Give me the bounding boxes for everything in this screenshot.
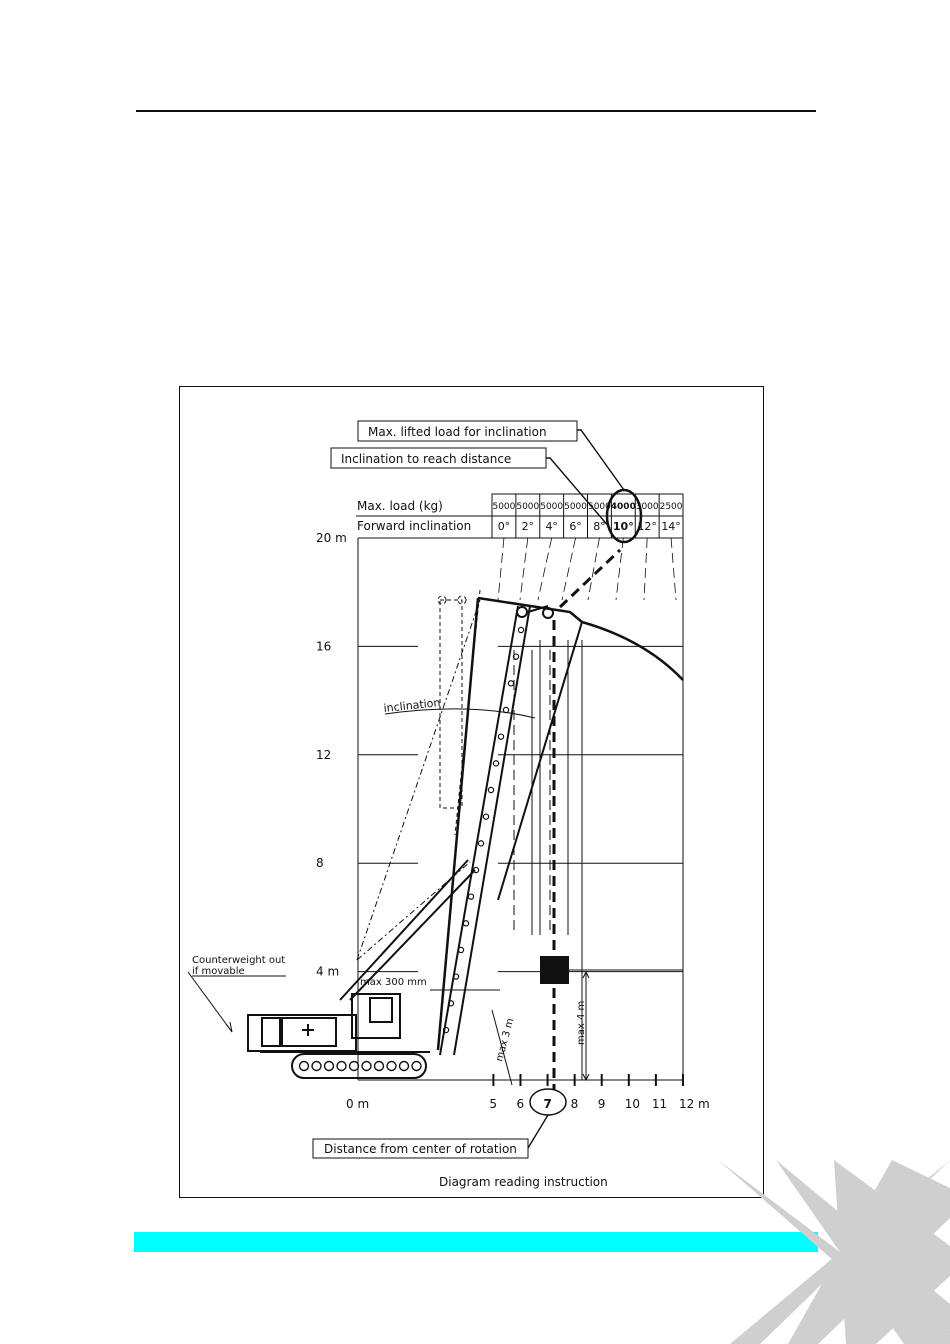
x-label: 5 [489,1097,497,1111]
table-load-cell: 5000 [516,502,539,512]
reach-envelope [436,596,684,1051]
table-load-cell: 2500 [660,502,683,512]
svg-text:Max. lifted load for inclinati: Max. lifted load for inclination [368,425,547,439]
table-inclination-cell: 14° [661,520,681,533]
load-guide [540,548,683,1090]
max-4m-dimension [582,970,590,1082]
machine-body [187,859,476,1079]
table-load-cell: 5000 [588,502,611,512]
svg-text:Counterweight out: Counterweight out [192,955,285,966]
table-load-cell: 3000 [636,502,659,512]
table-inclination-cell: 8° [593,520,606,533]
y-axis-labels: 20 m 16 12 8 4 m [316,531,347,979]
y-label: 8 [316,856,324,870]
diagram-caption: Diagram reading instruction [439,1175,608,1189]
y-label: 4 m [316,965,339,979]
x-axis-zero-label: 0 m [346,1097,369,1111]
x-label: 9 [598,1097,606,1111]
x-label: 10 [625,1097,640,1111]
y-label: 20 m [316,531,347,545]
svg-text:Inclination to reach distance: Inclination to reach distance [341,452,511,466]
x-label: 7 [544,1097,552,1111]
callout-distance-from-center: Distance from center of rotation [312,1114,549,1159]
inclination-lines [497,537,677,601]
load-block [540,956,569,984]
load-table: Max. load (kg) Forward inclination 5000 0… [356,488,684,544]
x-axis-ticks [492,1074,684,1086]
horizontal-gridlines [358,645,683,973]
y-label: 12 [316,748,331,762]
table-inclination-cell: 6° [569,520,582,533]
x-label: 6 [516,1097,524,1111]
callout-inclination-to-reach: Inclination to reach distance [330,447,611,529]
svg-text:Distance from center of rotati: Distance from center of rotation [324,1142,517,1156]
y-label: 16 [316,639,331,653]
table-inclination-cell: 10° [613,520,634,533]
table-row-label-inclination: Forward inclination [357,519,471,533]
table-inclination-cell: 4° [545,520,558,533]
x-label: 8 [571,1097,579,1111]
max-3m-dimension [430,989,513,1086]
mast-inclined [439,605,554,1056]
table-row-label-load: Max. load (kg) [357,499,443,513]
table-load-cell: 4000 [611,502,636,512]
svg-text:if movable: if movable [192,966,245,977]
table-inclination-cell: 0° [498,520,511,533]
table-inclination-cell: 12° [637,520,657,533]
table-load-cell: 5000 [540,502,563,512]
callout-max-lifted-load: Max. lifted load for inclination [357,420,625,491]
svg-text:inclination: inclination [383,696,441,715]
diagram-frame [179,386,764,1198]
cyan-band [134,1232,818,1252]
x-label: 11 [652,1097,667,1111]
svg-text:max 4 m: max 4 m [576,1001,587,1045]
table-load-cell: 5000 [492,502,515,512]
inclination-arc: inclination [383,696,536,719]
mast-vertical-ghost [356,589,481,961]
x-label: 12 m [679,1097,710,1111]
top-rule [136,110,816,112]
x-axis-labels: 5 6 7 8 9 10 11 12 m [489,1097,709,1111]
table-inclination-cell: 2° [522,520,535,533]
table-load-cell: 5000 [564,502,587,512]
svg-text:max 300 mm: max 300 mm [360,977,427,988]
